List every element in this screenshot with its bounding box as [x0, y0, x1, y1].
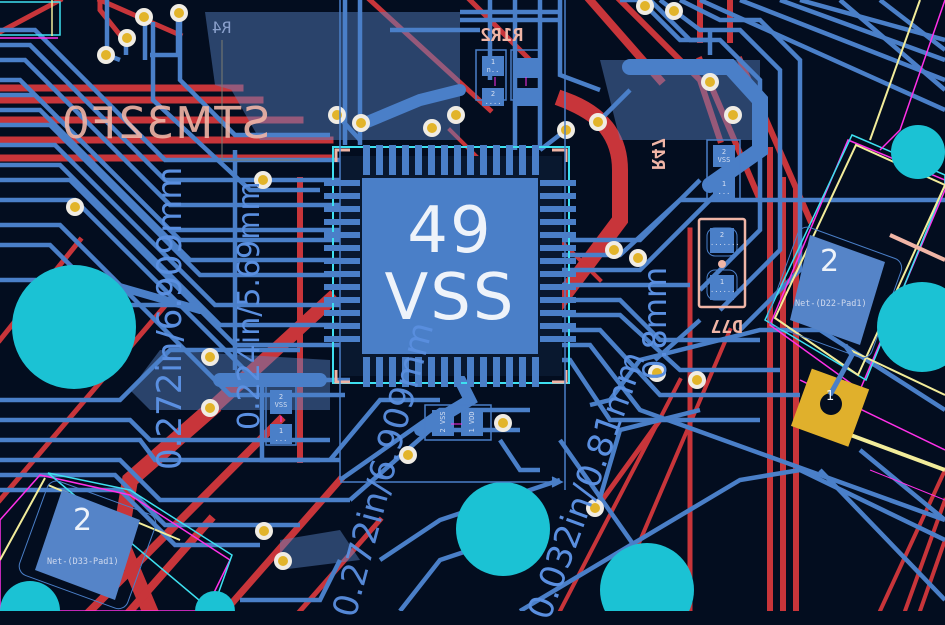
d33-pad-net: Net-(D33-Pad1)	[47, 557, 119, 567]
vias	[66, 0, 742, 570]
dimension-lines	[221, 0, 566, 490]
d22-pad-net: Net-(D22-Pad1)	[795, 299, 867, 309]
d77-silk: D77	[710, 315, 743, 336]
cbottom-pad2-label: 2 VSS	[439, 411, 447, 433]
smd-components	[265, 49, 747, 446]
d22-pad1-number: 1	[826, 389, 835, 404]
dimension-text-2: 0.224in/5.69mm	[232, 181, 267, 430]
dimension-text-5: 0.8mm	[636, 266, 674, 380]
d22-pads	[767, 226, 903, 447]
cleft-pad1-label: 1...	[274, 427, 288, 443]
dimension-text-1: 0.272in/6.909mm	[150, 166, 190, 470]
d33-pad2-number: 2	[73, 503, 93, 538]
r1r2-silk: R1R2	[480, 25, 524, 46]
r47-pad1-label: 1...	[717, 180, 731, 196]
ic-silk-reference: STM32F0	[60, 98, 270, 149]
d77-pad1-label: 1......	[710, 278, 736, 294]
cbottom-pad1-label: 1 VDD	[468, 411, 476, 433]
exposed-pad-49	[362, 178, 538, 354]
r4-silk: R4	[212, 18, 232, 37]
d33-pads	[18, 480, 157, 610]
mounting-holes	[0, 125, 945, 625]
r47-silk: R47	[647, 137, 668, 170]
d22-pad2-number: 2	[820, 244, 840, 279]
d77-pad2-label: 2.......	[710, 231, 740, 247]
qfp-footprint	[324, 145, 576, 387]
r1-pad2-label: 2....	[484, 90, 502, 106]
